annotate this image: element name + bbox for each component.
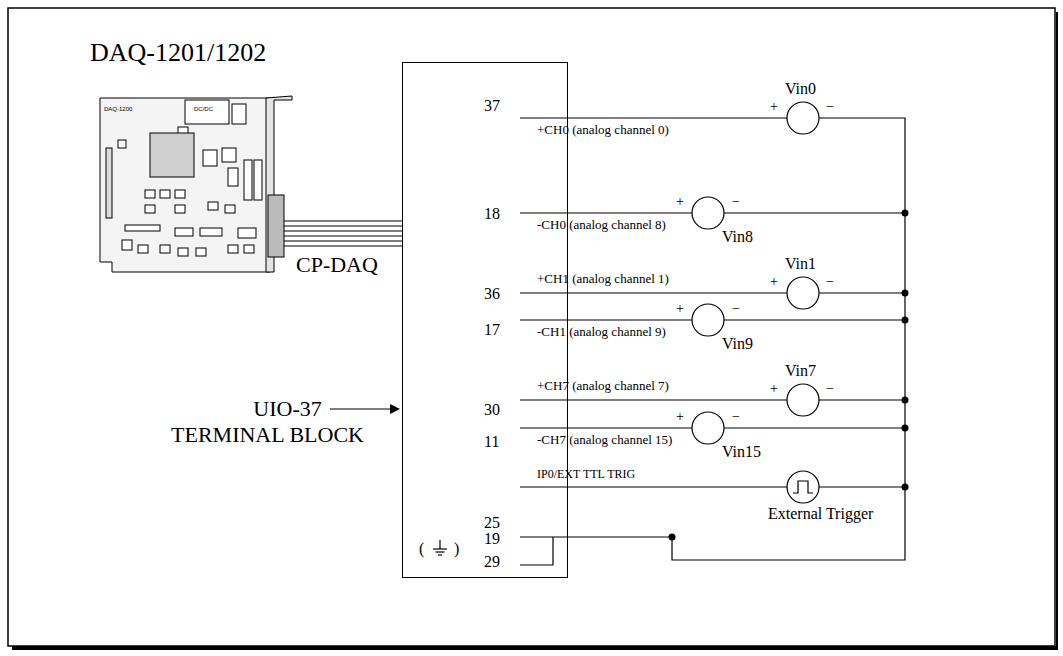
device-title: DAQ-1201/1202 — [90, 38, 266, 68]
polarity-sign: + — [676, 194, 684, 210]
ground-bracket: ) — [454, 540, 459, 558]
signal-name: +CH1 (analog channel 1) — [537, 272, 669, 287]
frame-shadow — [1056, 12, 1058, 650]
block-label: UIO-37 TERMINAL BLOCK — [160, 396, 375, 448]
frame-shadow — [12, 646, 1058, 650]
cable-label: CP-DAQ — [296, 252, 378, 277]
polarity-sign: − — [732, 409, 740, 425]
voltage-source — [692, 102, 819, 444]
frame — [8, 8, 1055, 646]
source-name: Vin8 — [722, 228, 753, 246]
source-name: Vin9 — [722, 335, 753, 353]
pin-number: 17 — [484, 321, 500, 339]
pin-number: 19 — [484, 530, 500, 548]
polarity-sign: + — [676, 409, 684, 425]
polarity-sign: − — [732, 194, 740, 210]
polarity-sign: + — [770, 274, 778, 290]
pin-number: 25 — [484, 514, 500, 532]
pin-number: 29 — [484, 553, 500, 571]
polarity-sign: − — [826, 99, 834, 115]
signal-name: -CH7 (analog channel 15) — [537, 433, 672, 448]
cp-daq-cable — [284, 221, 402, 246]
ground-bracket: ( — [419, 540, 424, 558]
polarity-sign: − — [826, 381, 834, 397]
pin-number: 30 — [484, 401, 500, 419]
source-name: Vin0 — [785, 80, 816, 98]
board-marking: DAQ-1200 — [104, 106, 132, 113]
wires — [520, 118, 905, 565]
daq-card — [100, 96, 292, 272]
polarity-sign: + — [676, 301, 684, 317]
pointer-arrow — [330, 404, 400, 414]
source-name: Vin15 — [722, 443, 761, 461]
pin-number: 18 — [484, 205, 500, 223]
signal-name: IP0/EXT TTL TRIG — [537, 468, 635, 482]
polarity-sign: + — [770, 99, 778, 115]
source-name: Vin7 — [785, 362, 816, 380]
signal-name: +CH7 (analog channel 7) — [537, 379, 669, 394]
signal-name: -CH1 (analog channel 9) — [537, 325, 666, 340]
pin-number: 11 — [484, 433, 499, 451]
pin-number: 37 — [484, 97, 500, 115]
signal-name: +CH0 (analog channel 0) — [537, 123, 669, 138]
trigger-label: External Trigger — [768, 505, 873, 523]
board-marking: DC/DC — [194, 106, 213, 113]
signal-name: -CH0 (analog channel 8) — [537, 218, 666, 233]
pulse-source — [787, 471, 819, 503]
junction-dot — [669, 210, 909, 541]
polarity-sign: − — [732, 301, 740, 317]
ground-symbol — [433, 540, 447, 555]
terminal-block: 37 18 36 17 30 11 2519 29 () — [402, 62, 568, 578]
polarity-sign: − — [826, 274, 834, 290]
polarity-sign: + — [770, 381, 778, 397]
source-name: Vin1 — [785, 255, 816, 273]
pin-number: 36 — [484, 285, 500, 303]
